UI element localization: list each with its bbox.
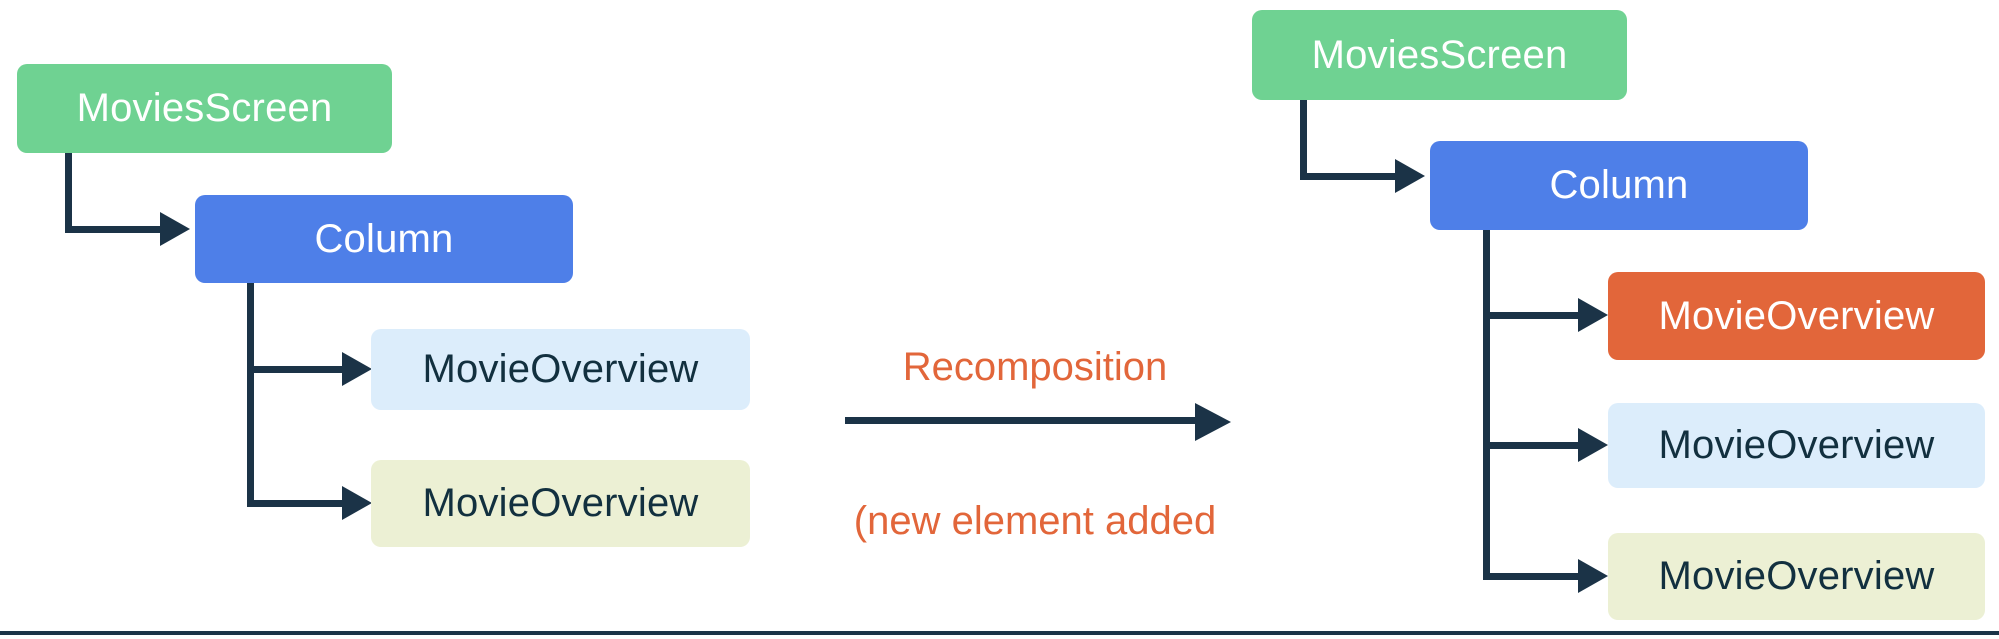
- before-arrow-child-2-icon: [342, 486, 372, 520]
- recomposition-caption: Recomposition (new element added to the …: [835, 240, 1235, 639]
- after-connector-root-to-column-horizontal: [1300, 173, 1398, 180]
- bottom-divider: [0, 631, 1999, 635]
- after-connector-root-to-column-vertical: [1300, 100, 1307, 180]
- caption-line-2: (new element added: [853, 498, 1217, 543]
- before-arrow-child-1-icon: [342, 352, 372, 386]
- before-node-column-label: Column: [314, 216, 454, 261]
- after-arrow-child-3-icon: [1578, 559, 1608, 593]
- after-connector-column-trunk: [1483, 230, 1490, 580]
- before-arrow-root-to-column-icon: [160, 212, 190, 246]
- after-connector-child-3-horizontal: [1483, 573, 1581, 580]
- after-node-movies-screen-label: MoviesScreen: [1311, 32, 1568, 77]
- recomposition-arrow-shaft: [845, 417, 1200, 424]
- after-arrow-child-2-icon: [1578, 428, 1608, 462]
- after-node-movies-screen: MoviesScreen: [1252, 10, 1627, 100]
- before-node-movie-overview-2-label: MovieOverview: [422, 481, 699, 525]
- after-node-movie-overview-3-label: MovieOverview: [1658, 554, 1935, 598]
- after-node-movie-overview-2-label: MovieOverview: [1658, 423, 1935, 467]
- after-connector-child-1-horizontal: [1483, 312, 1581, 319]
- before-node-movies-screen-label: MoviesScreen: [76, 86, 333, 130]
- before-connector-root-to-column-vertical: [65, 153, 72, 233]
- after-node-movie-overview-1-label: MovieOverview: [1658, 293, 1935, 338]
- before-node-movies-screen: MoviesScreen: [17, 64, 392, 153]
- before-connector-child-1-horizontal: [247, 366, 345, 373]
- before-node-movie-overview-2: MovieOverview: [371, 460, 750, 547]
- after-node-column: Column: [1430, 141, 1808, 230]
- after-node-movie-overview-3: MovieOverview: [1608, 533, 1985, 620]
- after-connector-child-2-horizontal: [1483, 442, 1581, 449]
- after-node-movie-overview-2: MovieOverview: [1608, 403, 1985, 488]
- before-node-movie-overview-1: MovieOverview: [371, 329, 750, 410]
- before-connector-column-trunk: [247, 283, 254, 507]
- before-connector-child-2-horizontal: [247, 500, 345, 507]
- after-arrow-root-to-column-icon: [1395, 159, 1425, 193]
- recomposition-arrow-icon: [1195, 403, 1231, 441]
- after-node-movie-overview-1: MovieOverview: [1608, 272, 1985, 360]
- before-node-column: Column: [195, 195, 573, 283]
- before-connector-root-to-column-horizontal: [65, 226, 163, 233]
- caption-line-1: Recomposition: [902, 345, 1168, 390]
- after-node-column-label: Column: [1549, 163, 1689, 207]
- after-arrow-child-1-icon: [1578, 298, 1608, 332]
- before-node-movie-overview-1-label: MovieOverview: [422, 347, 699, 391]
